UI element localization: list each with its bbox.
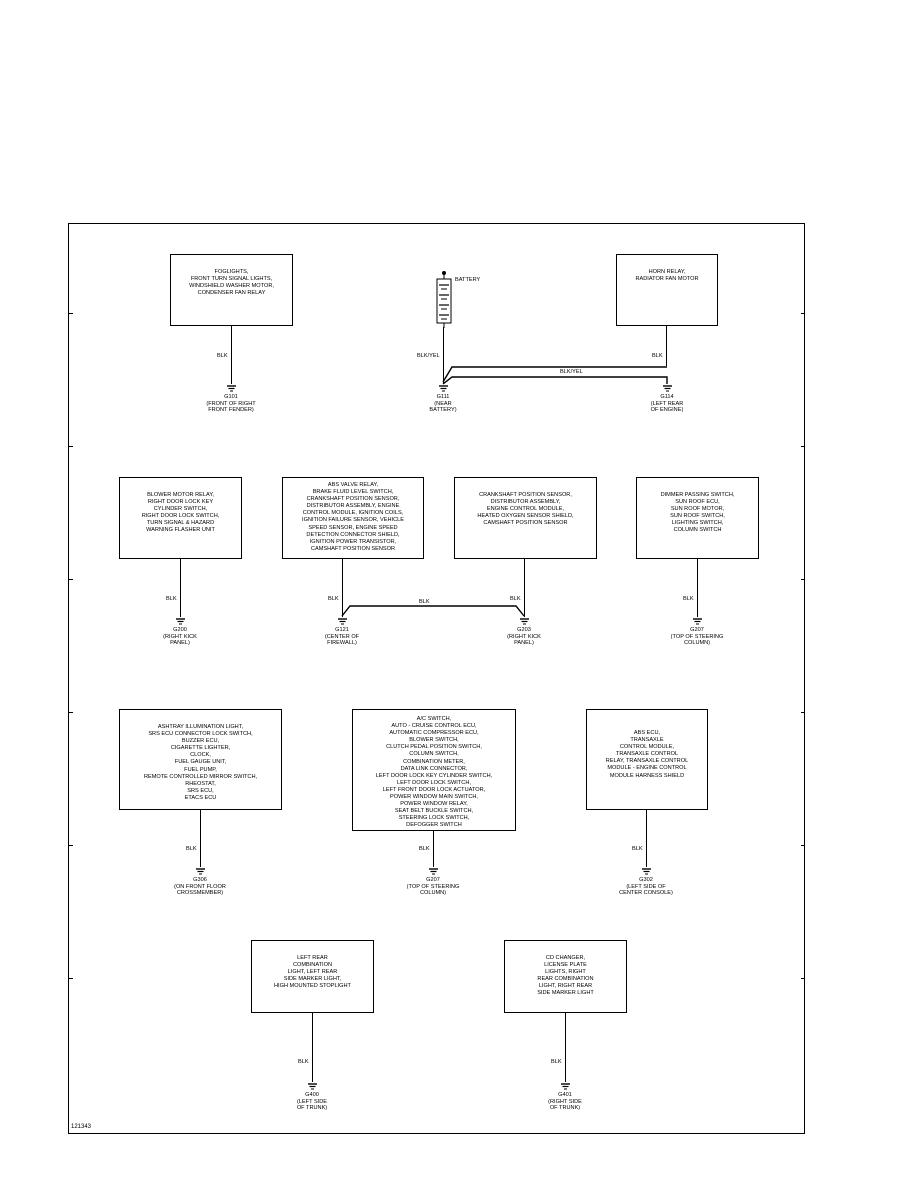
wire-label: BLK bbox=[632, 846, 643, 852]
wire-label: BLK bbox=[551, 1059, 562, 1065]
ground-wire-route bbox=[341, 605, 525, 617]
frame-tick bbox=[801, 446, 805, 447]
ground-wire bbox=[524, 559, 525, 617]
component-box-text: ABS ECU, TRANSAXLE CONTROL MODULE, TRANS… bbox=[605, 730, 689, 779]
ground-label-g400: G400 (LEFT SIDE OF TRUNK) bbox=[296, 1092, 328, 1112]
wire-label: BLK/YEL bbox=[417, 353, 440, 359]
diagram-frame bbox=[68, 223, 805, 1134]
frame-tick bbox=[801, 579, 805, 580]
frame-tick bbox=[69, 579, 73, 580]
ground-wire bbox=[231, 326, 232, 384]
ground-wire bbox=[180, 559, 181, 617]
wire-label: BLK bbox=[186, 846, 197, 852]
ground-label-g111: G111 (NEAR BATTERY) bbox=[429, 394, 457, 414]
ground-wire bbox=[433, 831, 434, 867]
component-box-text: BLOWER MOTOR RELAY, RIGHT DOOR LOCK KEY … bbox=[141, 492, 220, 534]
ground-wire-route bbox=[442, 366, 668, 385]
wire-label: BLK bbox=[419, 846, 430, 852]
ground-label-g101: G101 (FRONT OF RIGHT FRONT FENDER) bbox=[206, 394, 256, 414]
ground-wire bbox=[646, 810, 647, 867]
component-box-text: CD CHANGER, LICENSE PLATE LIGHTS, RIGHT … bbox=[537, 955, 594, 997]
figure-number: 121343 bbox=[71, 1124, 92, 1130]
ground-symbol-icon bbox=[196, 868, 205, 875]
ground-label-g200: G200 (RIGHT KICK PANEL) bbox=[163, 627, 197, 647]
frame-tick bbox=[801, 712, 805, 713]
wire-label: BLK bbox=[217, 353, 228, 359]
ground-symbol-icon bbox=[642, 868, 651, 875]
wire-label: BLK bbox=[328, 596, 339, 602]
component-box-abs-ecu: ABS ECU, TRANSAXLE CONTROL MODULE, TRANS… bbox=[586, 709, 708, 810]
component-box-text: DIMMER PASSING SWITCH, SUN ROOF ECU, SUN… bbox=[660, 492, 735, 534]
component-box-crankshaft-sensor: CRANKSHAFT POSITION SENSOR, DISTRIBUTOR … bbox=[454, 477, 597, 559]
component-box-text: HORN RELAY, RADIATOR FAN MOTOR bbox=[635, 269, 699, 283]
ground-symbol-icon bbox=[693, 618, 702, 625]
battery-ground-wire bbox=[443, 327, 444, 384]
wire-label: BLK bbox=[683, 596, 694, 602]
ground-symbol-icon bbox=[561, 1083, 570, 1090]
ground-symbol-icon bbox=[308, 1083, 317, 1090]
component-box-text: LEFT REAR COMBINATION LIGHT, LEFT REAR S… bbox=[274, 955, 351, 990]
component-box-left-rear-light: LEFT REAR COMBINATION LIGHT, LEFT REAR S… bbox=[251, 940, 374, 1013]
wire-label: BLK bbox=[510, 596, 521, 602]
component-box-horn-relay: HORN RELAY, RADIATOR FAN MOTOR bbox=[616, 254, 718, 326]
wire-label: BLK bbox=[652, 353, 663, 359]
ground-label-g207-2: G207 (TOP OF STEERING COLUMN) bbox=[406, 877, 460, 897]
component-box-ac-switch: A/C SWITCH, AUTO - CRUISE CONTROL ECU, A… bbox=[352, 709, 516, 831]
component-box-ashtray-light: ASHTRAY ILLUMINATION LIGHT, SRS ECU CONN… bbox=[119, 709, 282, 810]
ground-symbol-icon bbox=[663, 385, 672, 392]
frame-tick bbox=[69, 313, 73, 314]
battery-icon bbox=[436, 271, 452, 328]
wire-label: BLK bbox=[298, 1059, 309, 1065]
ground-symbol-icon bbox=[176, 618, 185, 625]
component-box-blower-relay: BLOWER MOTOR RELAY, RIGHT DOOR LOCK KEY … bbox=[119, 477, 242, 559]
ground-wire bbox=[342, 559, 343, 617]
frame-tick bbox=[69, 978, 73, 979]
wire-label: BLK bbox=[419, 599, 430, 605]
ground-label-g114: G114 (LEFT REAR OF ENGINE) bbox=[650, 394, 684, 414]
component-box-text: CRANKSHAFT POSITION SENSOR, DISTRIBUTOR … bbox=[477, 492, 574, 527]
frame-tick bbox=[801, 313, 805, 314]
component-box-text: A/C SWITCH, AUTO - CRUISE CONTROL ECU, A… bbox=[375, 716, 493, 829]
ground-label-g302: G302 (LEFT SIDE OF CENTER CONSOLE) bbox=[619, 877, 673, 897]
component-box-dimmer-switch: DIMMER PASSING SWITCH, SUN ROOF ECU, SUN… bbox=[636, 477, 759, 559]
ground-label-g121: G121 (CENTER OF FIREWALL) bbox=[324, 627, 360, 647]
component-box-abs-valve-relay: ABS VALVE RELAY, BRAKE FLUID LEVEL SWITC… bbox=[282, 477, 424, 559]
component-box-foglights: FOGLIGHTS, FRONT TURN SIGNAL LIGHTS, WIN… bbox=[170, 254, 293, 326]
ground-symbol-icon bbox=[227, 385, 236, 392]
frame-tick bbox=[69, 446, 73, 447]
ground-symbol-icon bbox=[429, 868, 438, 875]
ground-symbol-icon bbox=[520, 618, 529, 625]
component-box-text: ABS VALVE RELAY, BRAKE FLUID LEVEL SWITC… bbox=[302, 482, 404, 552]
ground-label-g306: G306 (ON FRONT FLOOR CROSSMEMBER) bbox=[174, 877, 226, 897]
component-box-text: FOGLIGHTS, FRONT TURN SIGNAL LIGHTS, WIN… bbox=[189, 269, 274, 297]
ground-wire bbox=[697, 559, 698, 617]
wire-label: BLK/YEL bbox=[560, 369, 583, 375]
battery-label: BATTERY bbox=[455, 277, 481, 283]
frame-tick bbox=[801, 978, 805, 979]
ground-wire bbox=[666, 326, 667, 366]
frame-tick bbox=[69, 712, 73, 713]
wire-label: BLK bbox=[166, 596, 177, 602]
component-box-cd-changer: CD CHANGER, LICENSE PLATE LIGHTS, RIGHT … bbox=[504, 940, 627, 1013]
ground-symbol-icon bbox=[439, 385, 448, 392]
component-box-text: ASHTRAY ILLUMINATION LIGHT, SRS ECU CONN… bbox=[143, 724, 258, 801]
frame-tick bbox=[801, 845, 805, 846]
ground-symbol-icon bbox=[338, 618, 347, 625]
ground-label-g207: G207 (TOP OF STEERING COLUMN) bbox=[670, 627, 724, 647]
ground-wire bbox=[312, 1013, 313, 1082]
ground-label-g401: G401 (RIGHT SIDE OF TRUNK) bbox=[548, 1092, 582, 1112]
ground-wire bbox=[200, 810, 201, 867]
frame-tick bbox=[69, 845, 73, 846]
ground-label-g203: G203 (RIGHT KICK PANEL) bbox=[507, 627, 541, 647]
ground-wire bbox=[565, 1013, 566, 1082]
